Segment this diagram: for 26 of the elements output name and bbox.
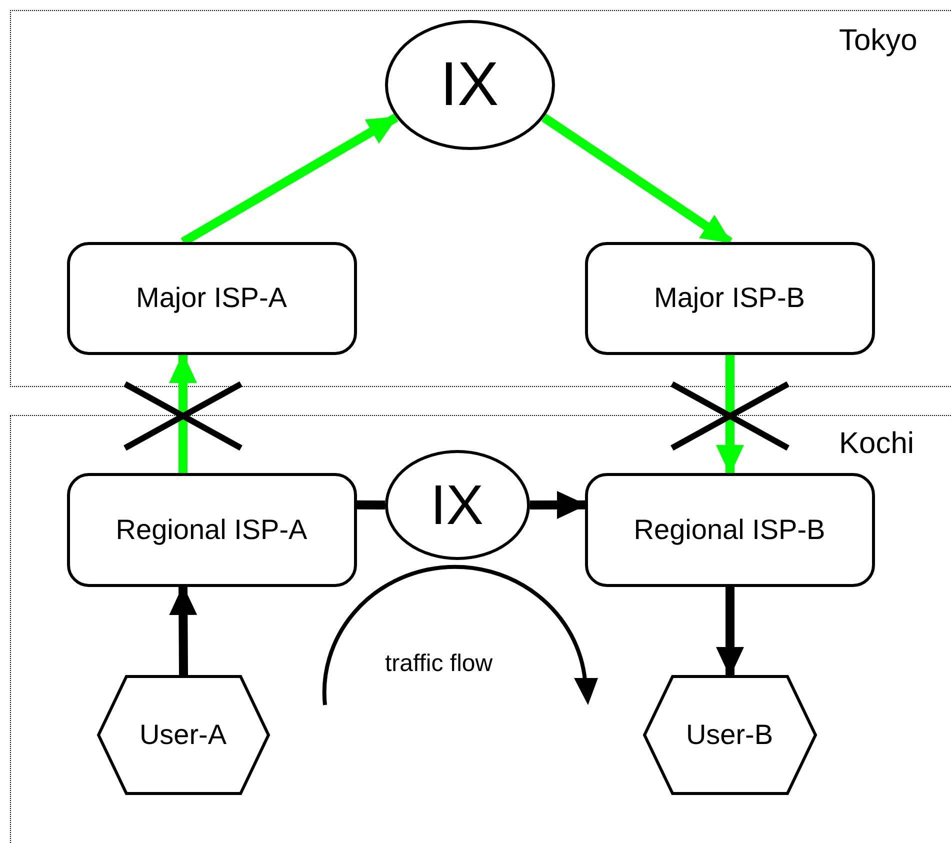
flow-label: traffic flow xyxy=(385,650,493,678)
exchange-ellipse xyxy=(384,20,554,150)
user-hexagon xyxy=(96,674,270,794)
node-label: Major ISP-A xyxy=(136,282,287,314)
region-label: Kochi xyxy=(839,427,914,461)
node-label: User-B xyxy=(686,718,774,750)
region-box xyxy=(10,10,951,387)
arrow xyxy=(530,490,587,519)
arrow xyxy=(716,587,744,677)
node-label: Regional ISP-A xyxy=(116,514,308,546)
user-hexagon xyxy=(642,674,816,794)
isp-box xyxy=(66,242,356,354)
arrow xyxy=(169,353,197,473)
node-label: IX xyxy=(430,472,484,537)
region-label: Tokyo xyxy=(839,24,918,58)
exchange-ellipse xyxy=(384,450,530,560)
isp-box xyxy=(584,472,874,586)
arrow xyxy=(716,355,744,475)
region-box xyxy=(10,415,951,843)
arrow xyxy=(169,585,198,676)
node-label: Major ISP-B xyxy=(654,282,805,314)
node-label: IX xyxy=(440,49,499,120)
node-label: Regional ISP-B xyxy=(634,514,826,546)
isp-box xyxy=(584,242,874,354)
node-label: User-A xyxy=(139,718,227,750)
isp-box xyxy=(66,472,356,586)
